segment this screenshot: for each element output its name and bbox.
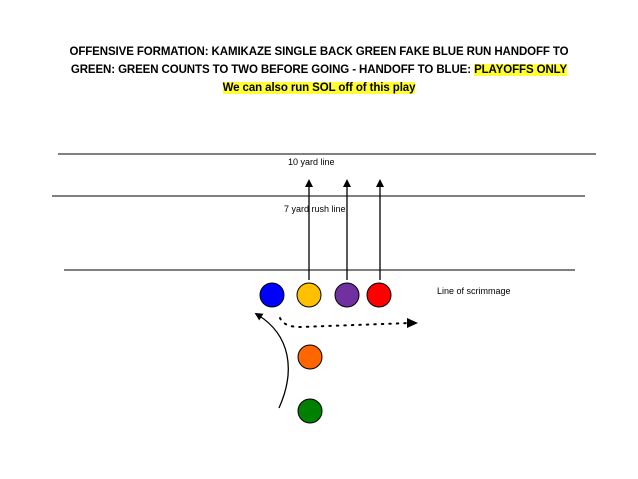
orange-player [297, 344, 323, 370]
sol-note-highlight: We can also run SOL off of this play [222, 82, 416, 94]
title-line-3: We can also run SOL off of this play [50, 79, 588, 97]
green-run-curve-arrow [254, 312, 289, 409]
fake-dotted-arrow [279, 317, 411, 329]
scrimmage-line-label: Line of scrimmage [437, 286, 511, 296]
green-player [297, 398, 323, 424]
play-title: OFFENSIVE FORMATION: KAMIKAZE SINGLE BAC… [50, 43, 588, 97]
playoffs-only-highlight: PLAYOFFS ONLY [474, 64, 568, 76]
purple-player [334, 282, 360, 308]
yellow-player [296, 282, 322, 308]
ten-yard-line-label: 10 yard line [288, 157, 335, 167]
seven-yard-line-label: 7 yard rush line [284, 204, 346, 214]
title-line-1: OFFENSIVE FORMATION: KAMIKAZE SINGLE BAC… [69, 46, 569, 58]
fake-dotted-arrowhead [407, 318, 418, 328]
title-line-2: GREEN: GREEN COUNTS TO TWO BEFORE GOING … [50, 61, 588, 79]
red-player [366, 282, 392, 308]
title-line-2-text: GREEN: GREEN COUNTS TO TWO BEFORE GOING … [70, 64, 475, 76]
blue-player [259, 282, 285, 308]
